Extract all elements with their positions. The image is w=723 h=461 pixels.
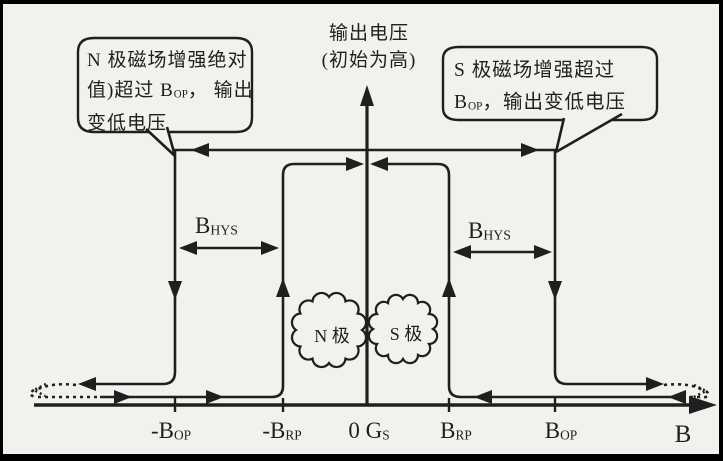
tick-label-neg-brp: -BRP <box>262 418 302 443</box>
x-axis-arrowhead <box>689 396 717 414</box>
arrowhead-right-rise-up <box>442 278 456 297</box>
arrowhead-left-return-2 <box>206 390 224 404</box>
callout-left-line3: 变低电压 <box>87 113 168 135</box>
dashed-right-arrow-tip <box>693 383 709 399</box>
callout-right-line2: BOP，输出变低电压 <box>454 92 626 113</box>
arrowhead-left-rise-up <box>276 278 290 297</box>
dashed-left-hook <box>28 388 38 399</box>
right-drop-path <box>553 150 646 386</box>
cloud-n-label: N 极 <box>314 326 350 346</box>
cloud-s-label: S 极 <box>389 324 423 344</box>
tick-label-bop: BOP <box>544 418 578 443</box>
right-return-path <box>380 162 686 399</box>
y-axis-title: 输出电压 (初始为高) <box>296 20 442 74</box>
tick-label-brp: BRP <box>440 418 472 443</box>
callout-left-text: N 极磁场增强绝对 值)超过 BOP， 输出 变低电压 <box>87 46 257 139</box>
bop-subscript: OP <box>468 100 483 113</box>
callout-right-text: S 极磁场增强超过 BOP，输出变低电压 <box>454 55 662 122</box>
y-axis-title-line2: (初始为高) <box>321 50 417 71</box>
cloud-s-pole <box>367 293 439 365</box>
bhys-right-head-r <box>534 245 552 259</box>
arrowhead-left-to-center <box>346 157 364 171</box>
bhys-right-label: BHYS <box>468 218 511 243</box>
arrowhead-right-to-center <box>370 157 388 171</box>
arrowhead-right-drop-down <box>548 281 562 300</box>
bhys-left-head-r <box>261 241 279 255</box>
cloud-n-pole <box>290 291 368 369</box>
arrowhead-left-drop-down <box>168 281 182 300</box>
arrowhead-high-left <box>191 143 209 157</box>
tick-label-neg-bop: -BOP <box>150 418 192 443</box>
callout-left-line2: 值)超过 BOP， 输出 <box>87 80 254 101</box>
callout-right-bubble <box>441 45 659 122</box>
dashed-left-arrow-tip <box>31 382 47 398</box>
bhys-left-head-l <box>179 241 197 255</box>
arrowhead-left-return-1 <box>114 390 132 404</box>
callout-left-tail-outline <box>145 126 177 157</box>
y-axis-title-line1: 输出电压 <box>328 23 409 44</box>
left-drop-path <box>96 150 177 386</box>
callout-left-line1: N 极磁场增强绝对 <box>87 50 248 71</box>
arrowhead-right-out <box>646 377 664 391</box>
bhys-right-head-l <box>453 245 471 259</box>
bhys-left-label: BHYS <box>195 213 238 238</box>
x-axis-b-label: B <box>674 421 692 448</box>
arrowhead-right-return-2 <box>474 390 492 404</box>
arrowhead-right-return-1 <box>668 390 686 404</box>
dashed-right-hook <box>699 390 710 400</box>
arrowhead-left-out <box>78 377 96 391</box>
arrowhead-high-right <box>521 143 539 157</box>
callout-right-tail-outline <box>554 112 623 154</box>
callout-right-line1: S 极磁场增强超过 <box>454 60 616 81</box>
y-axis-arrowhead <box>360 85 374 106</box>
dashed-left-out <box>35 382 77 392</box>
bop-subscript: OP <box>173 88 188 101</box>
dashed-right-out <box>663 382 705 393</box>
callout-left-bubble <box>76 36 254 134</box>
tick-label-zero-gauss: 0 GS <box>348 418 390 443</box>
